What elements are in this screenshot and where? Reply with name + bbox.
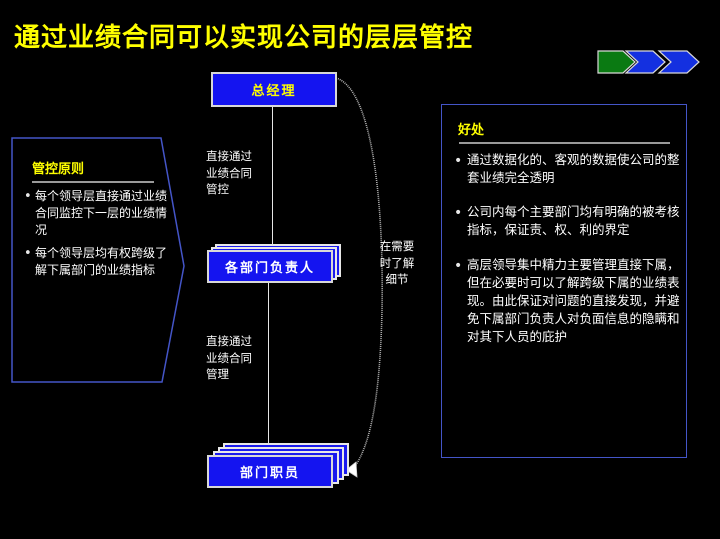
benefits-panel: 好处 • 通过数据化的、客观的数据使公司的整套业绩完全透明 • 公司内每个主要部…: [441, 104, 687, 458]
org-box-department-heads[interactable]: 各部门负责人: [207, 250, 333, 283]
left-panel-outline: [11, 137, 185, 383]
list-item-text: 公司内每个主要部门均有明确的被考核指标，保证责、权、利的界定: [467, 204, 680, 238]
connector-label-lower: 直接通过 业绩合同 管理: [206, 334, 252, 382]
chevron-3-blue[interactable]: [657, 50, 700, 74]
list-item: • 每个领导层均有权跨级了解下属部门的业绩指标: [24, 245, 170, 279]
connector-middle-to-bottom: [268, 283, 269, 458]
left-panel-bullet-list: • 每个领导层直接通过业绩合同监控下一层的业绩情况 • 每个领导层均有权跨级了解…: [24, 188, 170, 285]
list-item: • 每个领导层直接通过业绩合同监控下一层的业绩情况: [24, 188, 170, 239]
chevron-1-green[interactable]: [597, 50, 636, 74]
bypass-arrow-path: [335, 77, 383, 469]
org-box-general-manager[interactable]: 总经理: [211, 72, 337, 107]
org-box-department-staff[interactable]: 部门职员: [207, 455, 333, 488]
left-panel-divider: [32, 181, 154, 183]
bypass-arrow-label: 在需要 时了解 细节: [379, 239, 415, 287]
bullet-marker-icon: •: [454, 257, 463, 274]
connector-label-upper: 直接通过 业绩合同 管控: [206, 149, 252, 197]
chevron-2-blue[interactable]: [624, 50, 666, 74]
left-panel-heading: 管控原则: [32, 162, 85, 177]
list-item-text: 通过数据化的、客观的数据使公司的整套业绩完全透明: [467, 152, 680, 186]
bullet-marker-icon: •: [454, 153, 463, 169]
connector-top-to-middle: [272, 106, 273, 251]
left-panel-shape: [11, 137, 185, 383]
bullet-marker-icon: •: [24, 189, 32, 204]
bypass-curved-arrow: [335, 77, 383, 478]
list-item: • 高层领导集中精力主要管理直接下属，但在必要时可以了解跨级下属的业绩表现。由此…: [454, 256, 680, 347]
bullet-marker-icon: •: [454, 205, 463, 222]
list-item-text: 高层领导集中精力主要管理直接下属，但在必要时可以了解跨级下属的业绩表现。由此保证…: [467, 256, 680, 345]
management-principles-panel: 管控原则 • 每个领导层直接通过业绩合同监控下一层的业绩情况 • 每个领导层均有…: [10, 136, 188, 384]
page-title: 通过业绩合同可以实现公司的层层管控: [14, 23, 474, 53]
list-item-text: 每个领导层均有权跨级了解下属部门的业绩指标: [35, 246, 168, 278]
org-box-label: 总经理: [251, 84, 297, 99]
chevrons-svg: [597, 50, 700, 74]
org-box-label: 各部门负责人: [224, 261, 315, 276]
bypass-arrowhead-icon: [345, 461, 358, 478]
right-panel-bullet-list: • 通过数据化的、客观的数据使公司的整套业绩完全透明 • 公司内每个主要部门均有…: [454, 151, 680, 362]
list-item: • 通过数据化的、客观的数据使公司的整套业绩完全透明: [454, 151, 680, 187]
progress-chevrons: [597, 50, 701, 74]
list-item: • 公司内每个主要部门均有明确的被考核指标，保证责、权、利的界定: [454, 203, 680, 239]
list-item-text: 每个领导层直接通过业绩合同监控下一层的业绩情况: [35, 189, 168, 238]
bullet-marker-icon: •: [24, 246, 32, 262]
right-panel-divider: [459, 142, 670, 144]
org-box-label: 部门职员: [239, 466, 300, 481]
right-panel-heading: 好处: [458, 123, 485, 138]
